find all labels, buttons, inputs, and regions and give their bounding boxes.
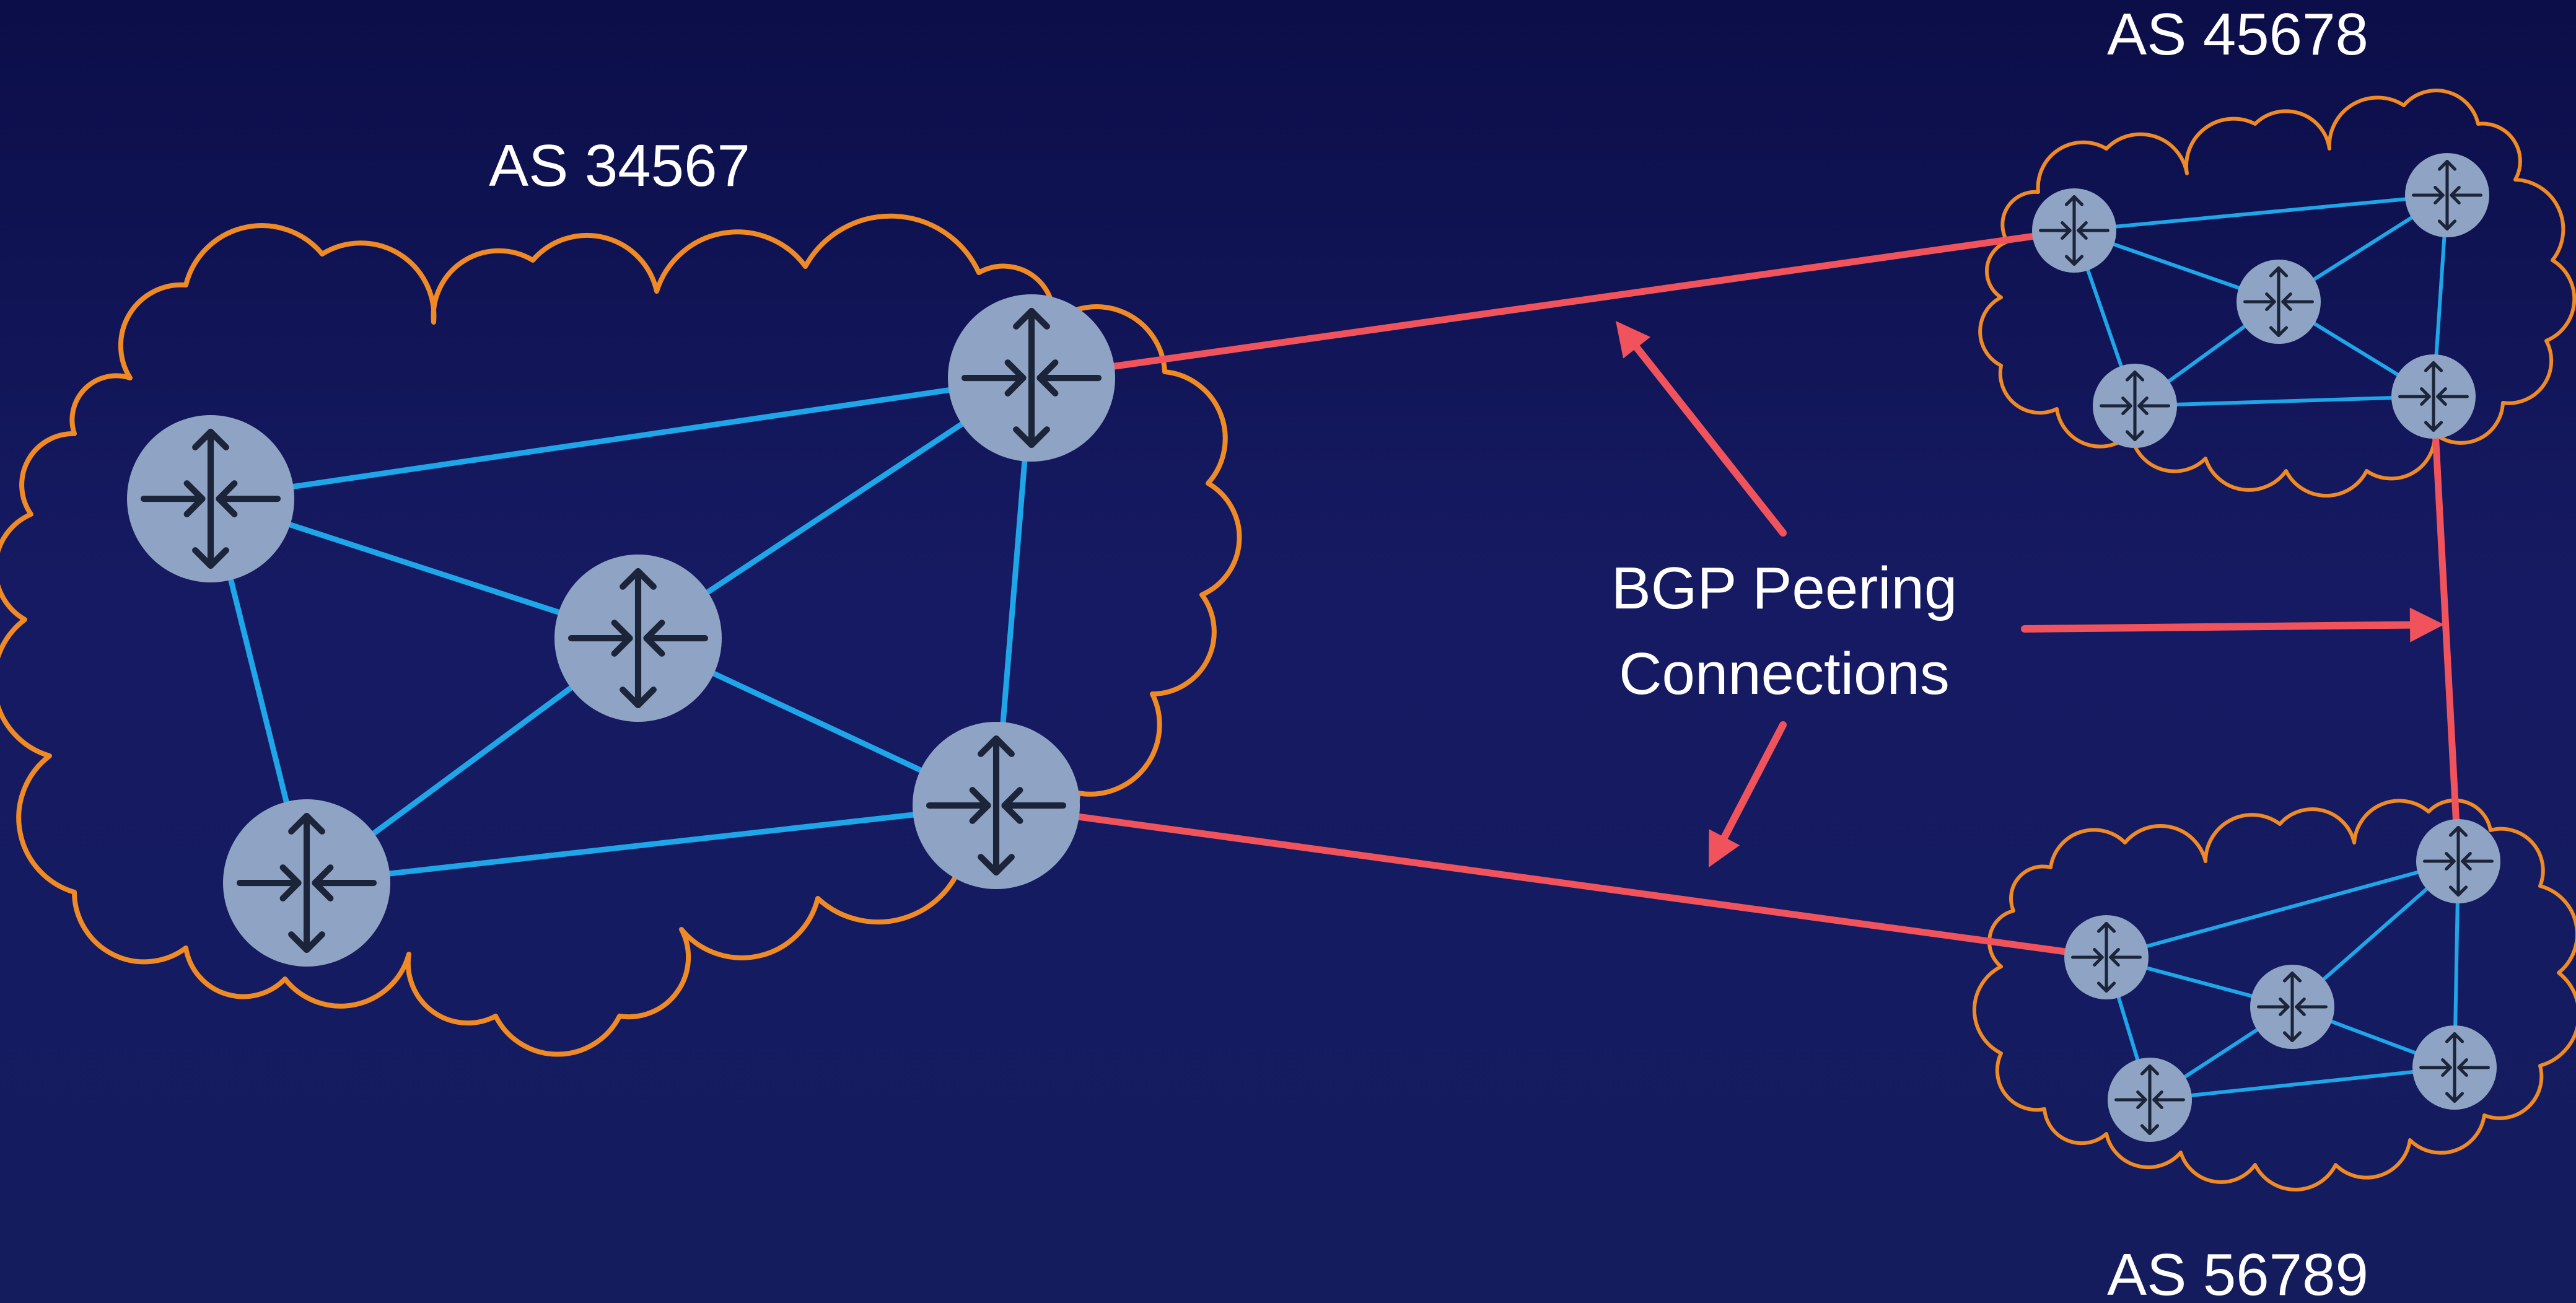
- bgp-link-b5-c2: [2430, 396, 2462, 862]
- router-b1: [2032, 188, 2116, 273]
- router-a1: [127, 415, 294, 582]
- callout-arrow-right: [2021, 607, 2444, 643]
- internal-link-c4-c5: [2149, 1066, 2455, 1102]
- internal-link-b1-b2: [2074, 193, 2448, 232]
- router-arrows-icon: [2419, 1032, 2490, 1103]
- router-b3: [2236, 260, 2321, 344]
- router-arrows-icon: [961, 307, 1102, 449]
- cloud-as-45678: [1978, 89, 2576, 498]
- bgp-link-a2-b1: [1031, 227, 2075, 382]
- bgp-link-a5-c1: [996, 802, 2107, 961]
- internal-link-a1-a2: [210, 375, 1032, 502]
- callout-arrow-down: [1709, 721, 1787, 867]
- callout-line-2: Connections: [1619, 641, 1950, 707]
- callout-arrows: [1616, 321, 2444, 867]
- router-arrows-icon: [2243, 266, 2314, 337]
- router-arrows-icon: [2071, 922, 2142, 993]
- router-b5: [2391, 354, 2476, 439]
- router-a5: [913, 722, 1080, 889]
- router-a3: [554, 555, 722, 722]
- as-label-45678: AS 45678: [2107, 1, 2368, 68]
- router-arrows-icon: [2100, 371, 2170, 441]
- router-c5: [2412, 1025, 2497, 1110]
- router-b4: [2093, 364, 2177, 448]
- internal-link-b4-b5: [2134, 395, 2434, 408]
- router-arrows-icon: [2412, 160, 2482, 230]
- router-c1: [2064, 915, 2149, 999]
- router-a2: [948, 294, 1115, 462]
- as-label-56789: AS 56789: [2107, 1242, 2368, 1303]
- router-layer: [127, 153, 2500, 1142]
- callout-arrow-up: [1616, 321, 1787, 537]
- router-arrows-icon: [2423, 826, 2494, 897]
- internal-link-c1-c2: [2106, 859, 2459, 959]
- router-a4: [223, 799, 390, 967]
- callout-line-1: BGP Peering: [1611, 555, 1958, 621]
- router-arrows-icon: [926, 735, 1067, 876]
- router-arrows-icon: [2039, 195, 2109, 266]
- router-b2: [2405, 153, 2489, 237]
- router-arrows-icon: [140, 428, 281, 569]
- cloud-as-56789: [1972, 798, 2576, 1191]
- router-arrows-icon: [236, 812, 377, 954]
- as-label-34567: AS 34567: [489, 133, 750, 199]
- router-c4: [2108, 1058, 2192, 1142]
- router-c3: [2250, 965, 2334, 1049]
- router-arrows-icon: [2257, 972, 2328, 1042]
- router-arrows-icon: [2398, 361, 2469, 432]
- internal-link-a4-a5: [306, 802, 997, 886]
- router-arrows-icon: [567, 568, 709, 709]
- router-arrows-icon: [2114, 1064, 2185, 1135]
- router-c2: [2416, 819, 2500, 903]
